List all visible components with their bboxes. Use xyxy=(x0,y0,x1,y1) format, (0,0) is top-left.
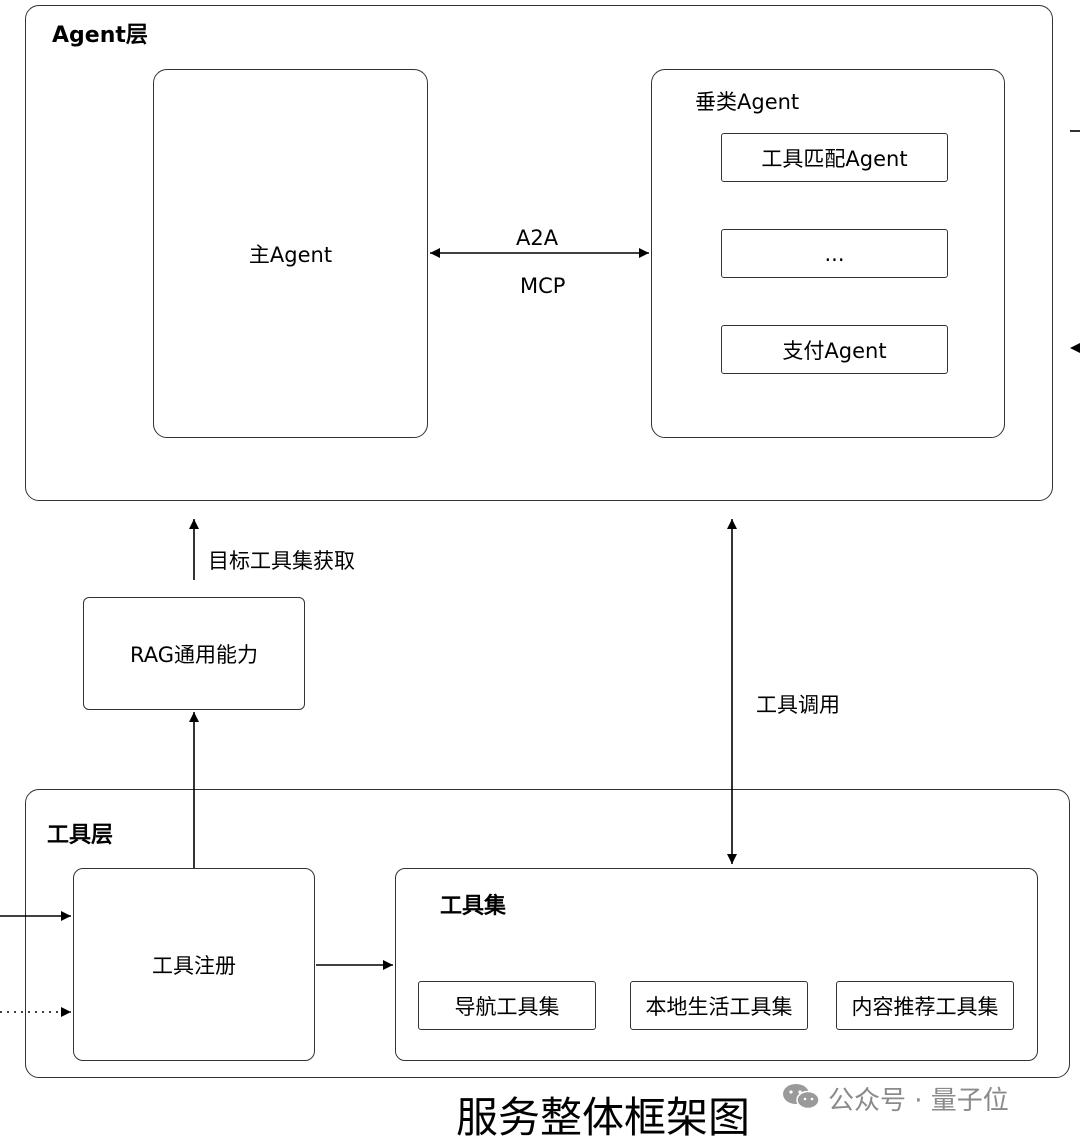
wechat-icon xyxy=(781,1081,821,1111)
tool-call-label: 工具调用 xyxy=(756,693,840,717)
right-edge-arrowhead xyxy=(1070,343,1080,353)
diagram-caption: 服务整体框架图 xyxy=(456,1093,751,1142)
toolset-item: 导航工具集 xyxy=(418,981,596,1030)
vertical-agent-item: 工具匹配Agent xyxy=(721,133,948,182)
vertical-agent-title: 垂类Agent xyxy=(695,90,800,114)
tool-layer-title: 工具层 xyxy=(47,823,114,848)
toolset-title: 工具集 xyxy=(440,894,507,919)
watermark-text: 公众号 · 量子位 xyxy=(828,1086,1009,1116)
toolset-item: 本地生活工具集 xyxy=(630,981,808,1030)
main-agent-box: 主Agent xyxy=(153,69,428,438)
toolset-item: 内容推荐工具集 xyxy=(836,981,1014,1030)
main-agent-label: 主Agent xyxy=(248,242,333,267)
rag-box: RAG通用能力 xyxy=(83,597,305,710)
target-tools-label: 目标工具集获取 xyxy=(208,549,355,573)
tool-registration-label: 工具注册 xyxy=(152,953,236,978)
protocol-label: A2A xyxy=(516,226,559,250)
vertical-agent-item: ... xyxy=(721,229,948,278)
tool-registration-box: 工具注册 xyxy=(73,868,315,1061)
agent-layer-title: Agent层 xyxy=(52,23,148,48)
protocol-label: MCP xyxy=(520,274,566,298)
vertical-agent-item: 支付Agent xyxy=(721,325,948,374)
